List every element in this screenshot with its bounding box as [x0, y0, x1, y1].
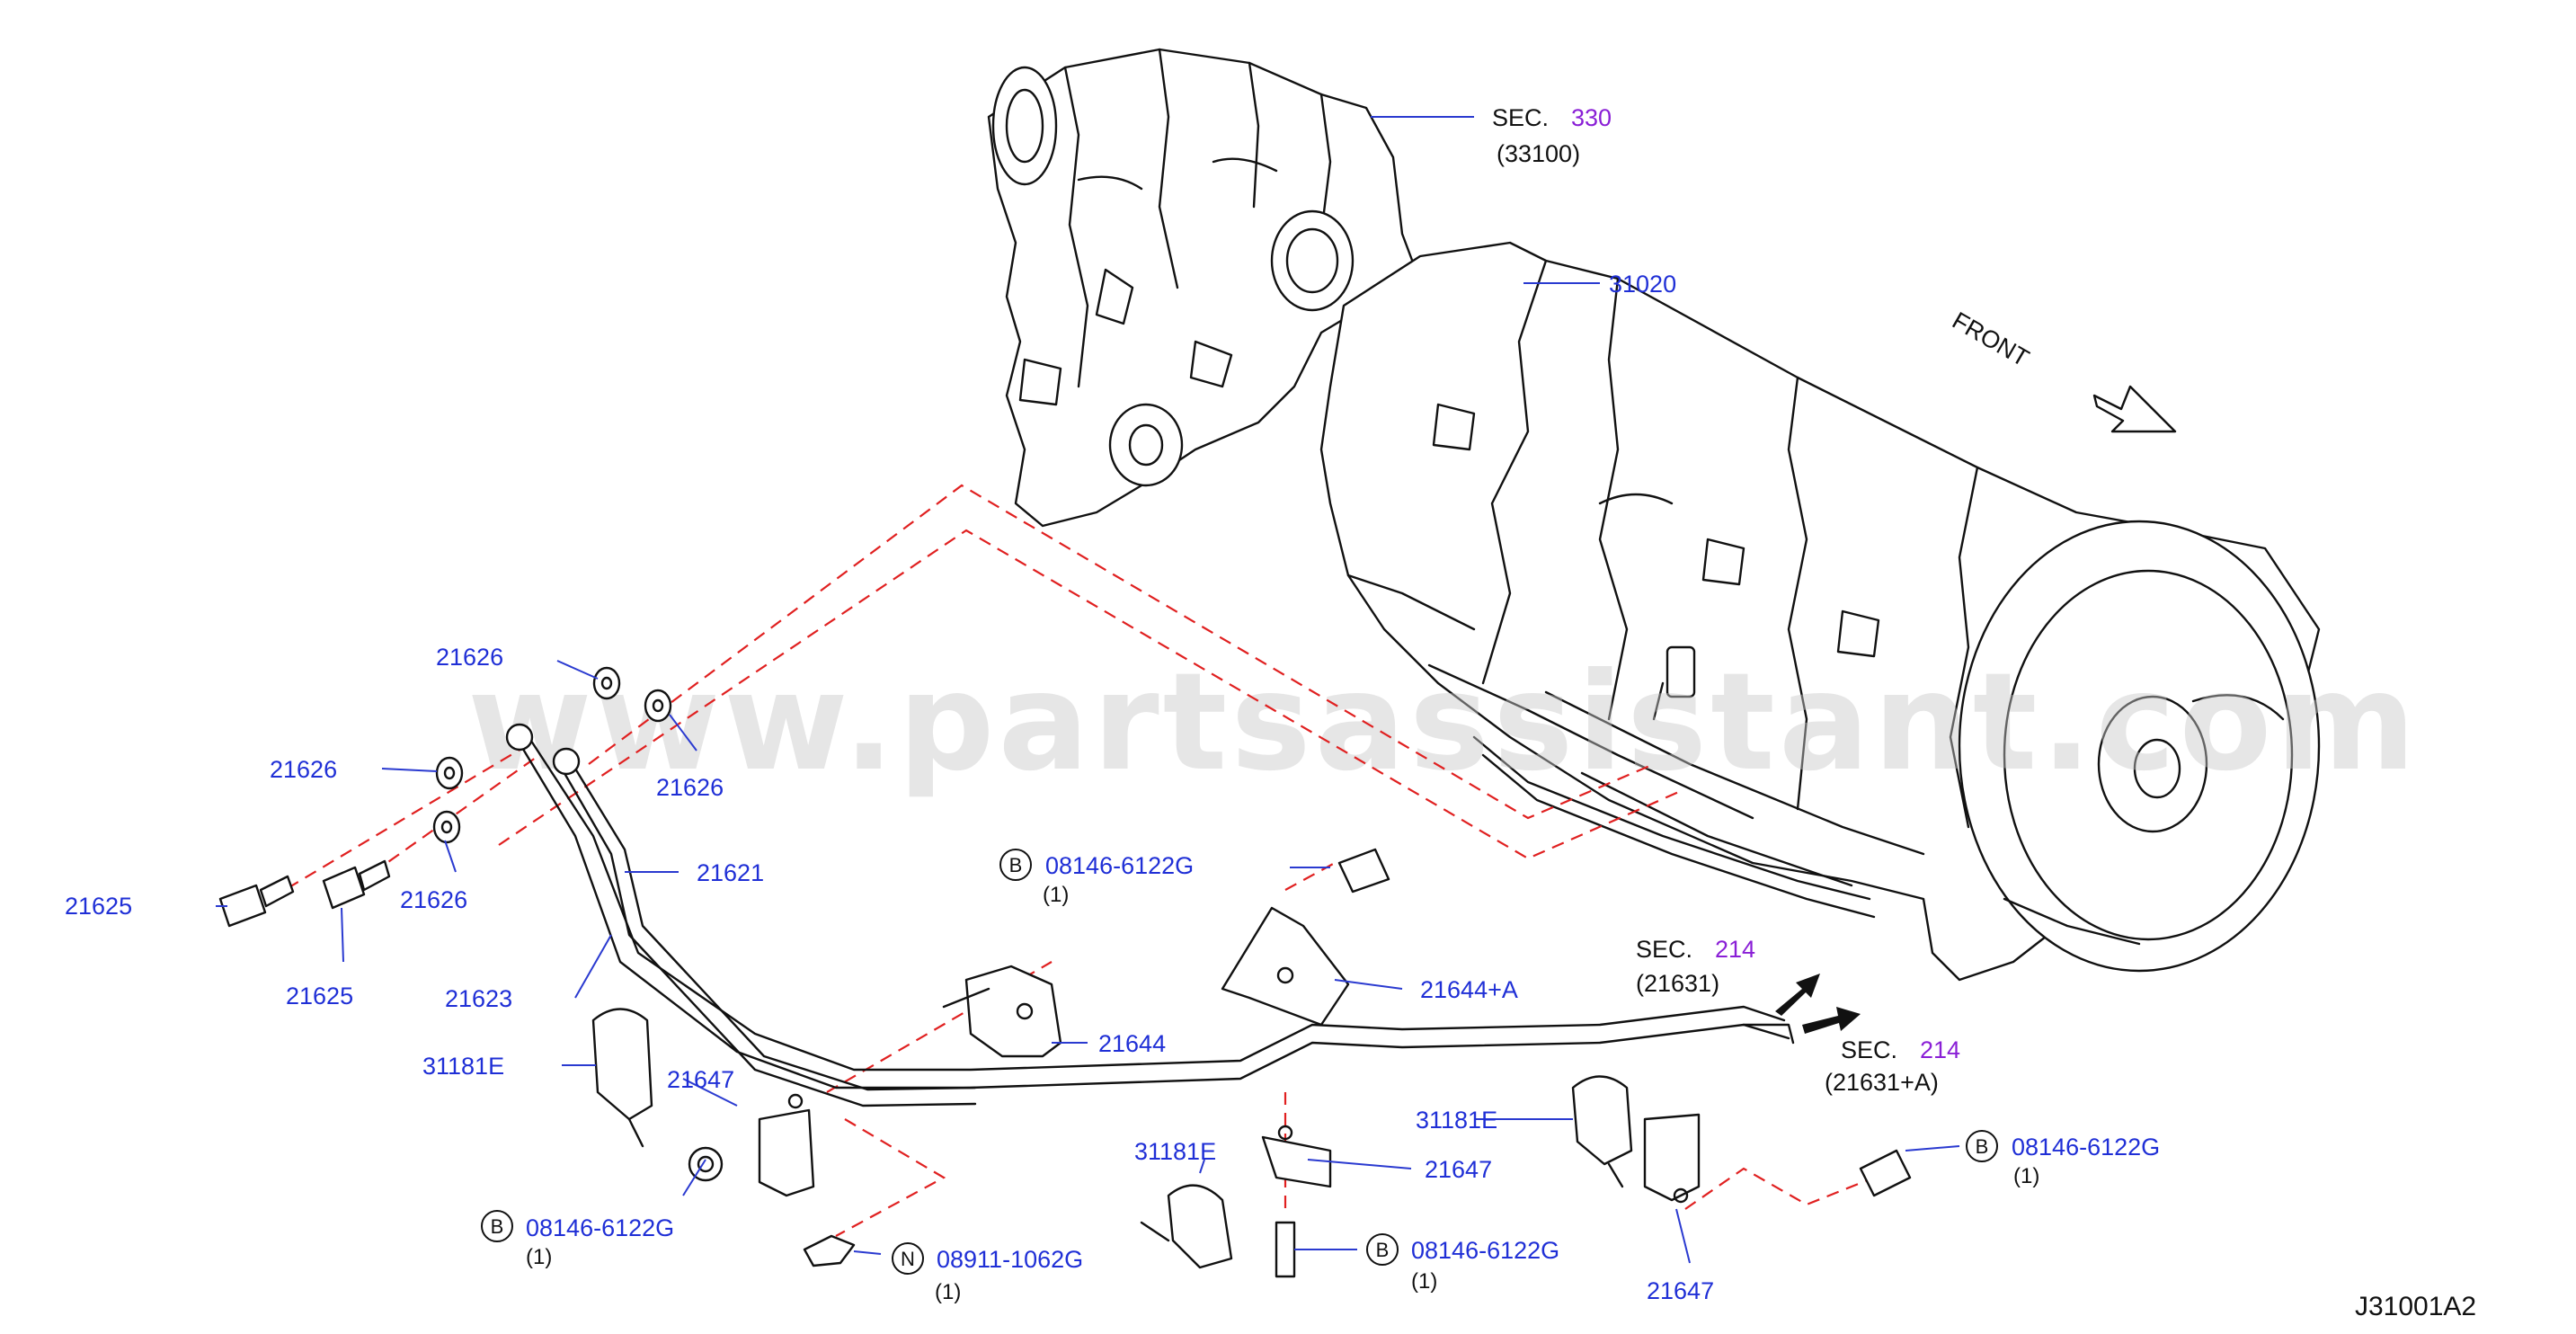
- transfer-case: [987, 48, 1417, 528]
- part-21621: 21621: [697, 859, 764, 886]
- fastener-3-qty: (1): [1411, 1269, 1437, 1294]
- sec214a-number: 214: [1715, 936, 1755, 963]
- fastener-2-code: 08911-1062G: [937, 1246, 1083, 1273]
- part-21626-c: 21626: [656, 774, 724, 801]
- part-21644: 21644: [1098, 1030, 1166, 1057]
- fastener-0-code: 08146-6122G: [1045, 852, 1194, 879]
- hardware: [218, 666, 1912, 1278]
- part-31181E-a: 31181E: [422, 1053, 504, 1080]
- sec330-prefix: SEC.: [1492, 104, 1549, 131]
- fastener-2-qty: (1): [935, 1280, 961, 1304]
- part-21647-b: 21647: [1425, 1156, 1492, 1183]
- fastener-1-qty: (1): [526, 1245, 552, 1269]
- fastener-4-badge: B: [1976, 1135, 1989, 1158]
- drawing-code: J31001A2: [2355, 1292, 2476, 1321]
- part-21647-a: 21647: [667, 1066, 734, 1093]
- part-31020: 31020: [1609, 271, 1676, 298]
- fastener-3-badge: B: [1376, 1239, 1390, 1261]
- part-21626-d: 21626: [400, 886, 467, 913]
- part-31181E-c: 31181E: [1416, 1107, 1497, 1134]
- fastener-1-code: 08146-6122G: [526, 1214, 674, 1241]
- fastener-1-badge: B: [491, 1215, 504, 1238]
- front-label: FRONT: [1948, 307, 2034, 371]
- sec330-number: 330: [1571, 104, 1612, 131]
- fastener-0-qty: (1): [1043, 883, 1069, 907]
- leader-lines: [216, 116, 1960, 1264]
- sec214a-sub: (21631): [1636, 970, 1719, 997]
- part-21625-a: 21625: [65, 893, 132, 920]
- part-21626-a: 21626: [436, 644, 503, 671]
- fastener-2-badge: N: [901, 1248, 915, 1270]
- part-21647-c: 21647: [1647, 1277, 1714, 1304]
- fastener-3-code: 08146-6122G: [1411, 1237, 1559, 1264]
- sec214b-number: 214: [1920, 1036, 1960, 1063]
- sec214b-prefix: SEC.: [1841, 1036, 1897, 1063]
- part-21623: 21623: [445, 985, 512, 1012]
- sec214b-sub: (21631+A): [1825, 1069, 1939, 1096]
- front-arrow-icon: FRONT: [1948, 307, 2177, 433]
- part-labels: SEC. 330 (33100) 31020 21626 21626 21626…: [65, 104, 2476, 1321]
- sec330-sub: (33100): [1497, 140, 1580, 167]
- fastener-4-code: 08146-6122G: [2012, 1134, 2160, 1161]
- part-21644A: 21644+A: [1420, 976, 1518, 1003]
- fastener-callouts: B 08146-6122G (1) B 08146-6122G (1) N 08…: [481, 849, 2160, 1304]
- cooler-tubes: [505, 723, 1795, 1107]
- part-31181E-b: 31181E: [1134, 1138, 1216, 1165]
- watermark: www.partsassistant.com: [467, 645, 2420, 801]
- flow-arrow-icon: [1775, 974, 1861, 1034]
- fastener-4-qty: (1): [2013, 1164, 2039, 1188]
- fastener-0-badge: B: [1009, 854, 1023, 876]
- sec214a-prefix: SEC.: [1636, 936, 1692, 963]
- part-21626-b: 21626: [270, 756, 337, 783]
- part-21625-b: 21625: [286, 983, 353, 1009]
- transmission: [1319, 241, 2321, 982]
